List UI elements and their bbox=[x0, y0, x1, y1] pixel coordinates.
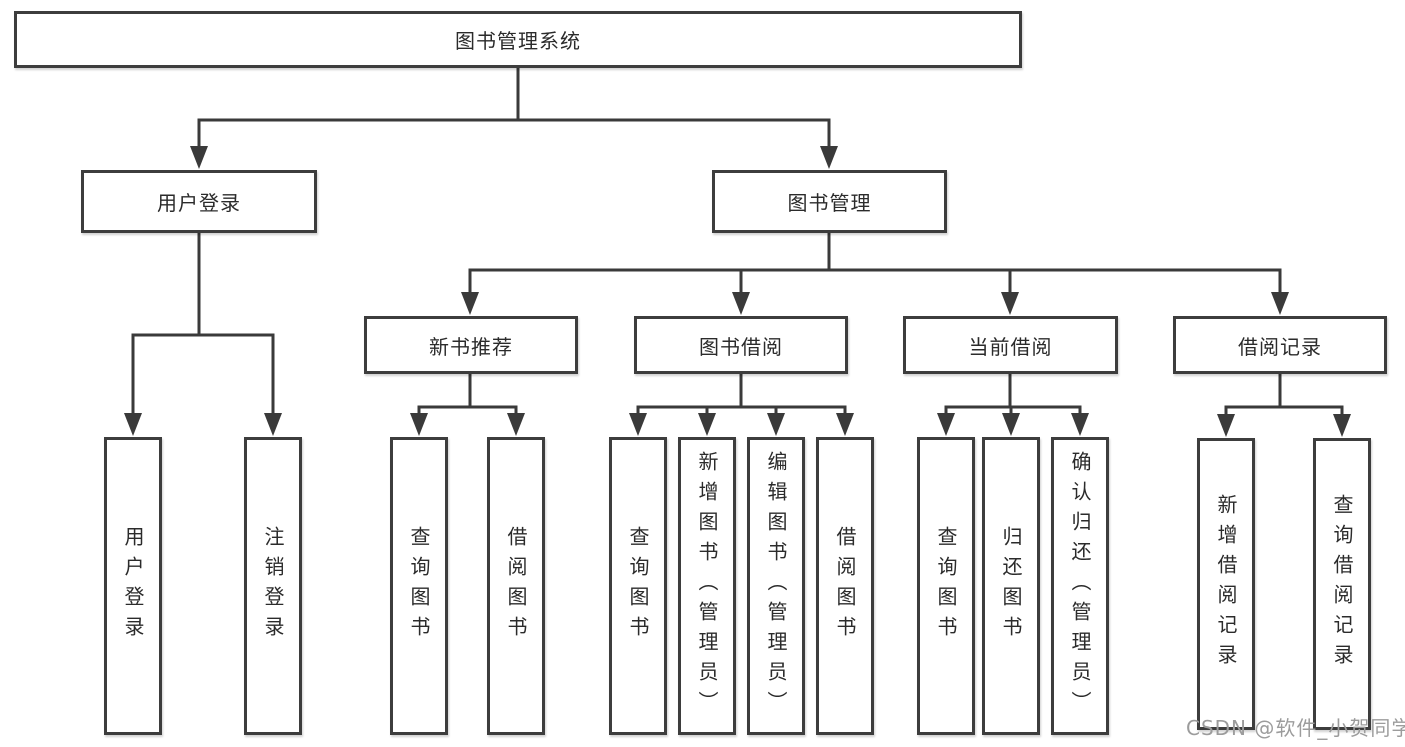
arrowhead bbox=[937, 413, 955, 436]
node-book-borrowing: 图书借阅 bbox=[634, 316, 848, 374]
arrowhead bbox=[767, 413, 785, 436]
connector-line-group bbox=[131, 68, 1344, 418]
arrowhead bbox=[732, 292, 750, 315]
leaf-return-books: 归还图书 bbox=[982, 437, 1040, 735]
leaf-confirm-return-admin: 确认归还（管理员） bbox=[1051, 437, 1109, 735]
arrowhead bbox=[190, 146, 208, 169]
node-root-library-system: 图书管理系统 bbox=[14, 11, 1022, 68]
leaf-add-books-admin: 新增图书（管理员） bbox=[678, 437, 736, 735]
node-user-login: 用户登录 bbox=[81, 170, 317, 233]
arrowhead bbox=[264, 413, 282, 436]
arrowhead bbox=[820, 146, 838, 169]
arrowhead bbox=[1001, 292, 1019, 315]
leaf-query-borrow-record: 查询借阅记录 bbox=[1313, 438, 1371, 730]
csdn-watermark: CSDN @软件_小贺同学 bbox=[1186, 716, 1405, 740]
arrowhead bbox=[836, 413, 854, 436]
node-new-book-recommend: 新书推荐 bbox=[364, 316, 578, 374]
leaf-logout: 注销登录 bbox=[244, 437, 302, 735]
arrowhead bbox=[1071, 413, 1089, 436]
arrowhead-group bbox=[124, 146, 1351, 437]
leaf-add-borrow-record: 新增借阅记录 bbox=[1197, 438, 1255, 730]
leaf-query-books-recommend: 查询图书 bbox=[390, 437, 448, 735]
connector-line bbox=[636, 405, 847, 418]
leaf-user-login: 用户登录 bbox=[104, 437, 162, 735]
connector-line bbox=[1224, 405, 1344, 418]
connector-line bbox=[131, 333, 275, 418]
arrowhead bbox=[1333, 414, 1351, 437]
connector-line bbox=[944, 405, 1082, 418]
arrowhead bbox=[410, 413, 428, 436]
connector-line bbox=[197, 118, 831, 151]
leaf-borrow-books-recommend: 借阅图书 bbox=[487, 437, 545, 735]
arrowhead bbox=[1217, 414, 1235, 437]
leaf-edit-books-admin: 编辑图书（管理员） bbox=[747, 437, 805, 735]
arrowhead bbox=[507, 413, 525, 436]
connector-line bbox=[468, 268, 1282, 298]
arrowhead bbox=[124, 413, 142, 436]
arrowhead bbox=[461, 292, 479, 315]
arrowhead bbox=[1271, 292, 1289, 315]
arrowhead bbox=[629, 413, 647, 436]
arrowhead bbox=[1002, 413, 1020, 436]
leaf-borrow-books: 借阅图书 bbox=[816, 437, 874, 735]
connector-line bbox=[417, 405, 518, 418]
node-book-management: 图书管理 bbox=[712, 170, 947, 233]
node-current-borrowing: 当前借阅 bbox=[903, 316, 1118, 374]
leaf-query-books-borrow: 查询图书 bbox=[609, 437, 667, 735]
leaf-query-books-current: 查询图书 bbox=[917, 437, 975, 735]
arrowhead bbox=[698, 413, 716, 436]
node-borrow-records: 借阅记录 bbox=[1173, 316, 1387, 374]
